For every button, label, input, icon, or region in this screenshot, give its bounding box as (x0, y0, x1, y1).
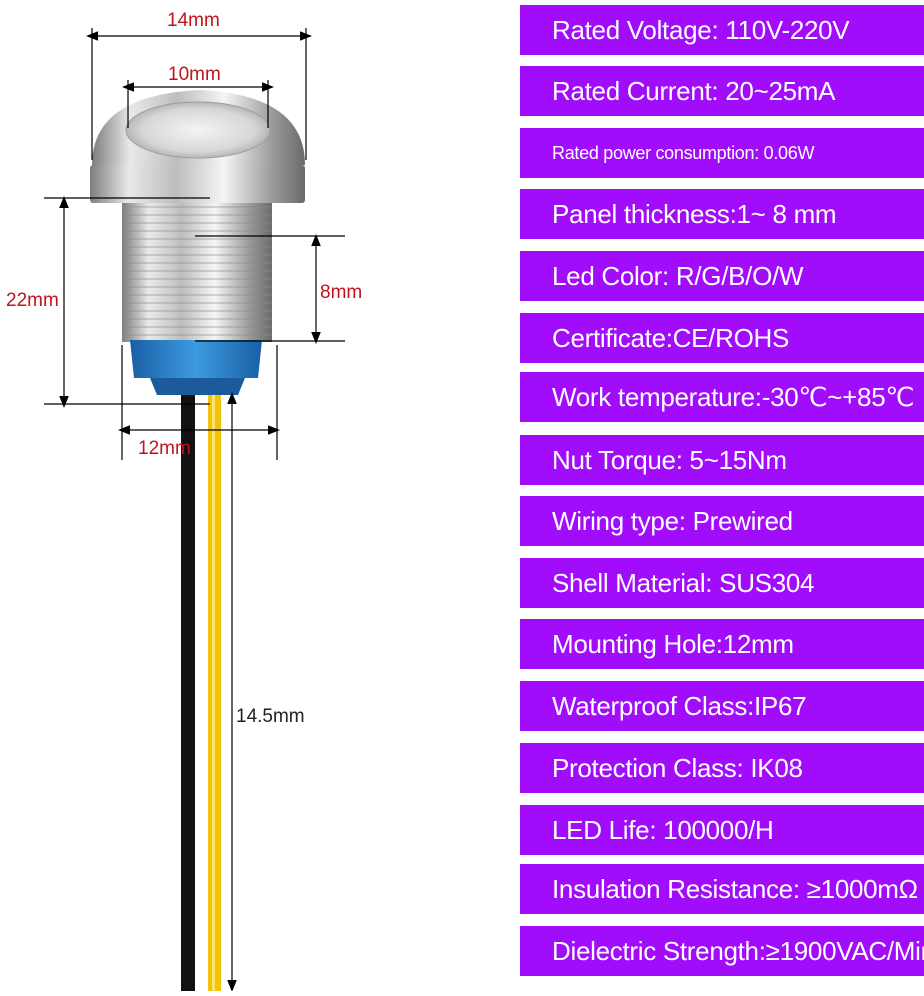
spec-led-life: LED Life: 100000/H (520, 805, 924, 855)
wires (181, 370, 221, 991)
indicator-light-drawing (44, 28, 345, 992)
spec-work-temperature: Work temperature:-30℃~+85℃ (520, 372, 924, 422)
dim-label-14-5mm: 14.5mm (236, 706, 305, 727)
spec-rated-voltage: Rated Voltage: 110V-220V (520, 5, 924, 55)
spec-waterproof-class: Waterproof Class:IP67 (520, 681, 924, 731)
dimension-lines (44, 28, 345, 992)
blue-base (130, 340, 262, 378)
dim-label-10mm: 10mm (168, 64, 221, 85)
spec-certificate: Certificate:CE/ROHS (520, 313, 924, 363)
product-diagram: 14mm 10mm 22mm 8mm 12mm 14.5mm (6, 10, 363, 992)
spec-dielectric-strength: Dielectric Strength:≥1900VAC/Min (520, 926, 924, 976)
spec-panel-thickness: Panel thickness:1~ 8 mm (520, 189, 924, 239)
spec-insulation-resistance: Insulation Resistance: ≥1000mΩ (520, 864, 924, 914)
dim-label-8mm: 8mm (320, 282, 363, 303)
lens (125, 101, 271, 159)
spec-rated-current: Rated Current: 20~25mA (520, 66, 924, 116)
spec-mounting-hole: Mounting Hole:12mm (520, 619, 924, 669)
hex-nut (90, 165, 305, 203)
spec-list: Rated Voltage: 110V-220V Rated Current: … (520, 0, 924, 991)
black-wire (181, 370, 195, 991)
spec-shell-material: Shell Material: SUS304 (520, 558, 924, 608)
threaded-body (122, 200, 272, 342)
dim-label-14mm: 14mm (167, 10, 220, 31)
spec-rated-power: Rated power consumption: 0.06W (520, 128, 924, 178)
spec-nut-torque: Nut Torque: 5~15Nm (520, 435, 924, 485)
spec-protection-class: Protection Class: IK08 (520, 743, 924, 793)
dim-label-12mm: 12mm (138, 438, 191, 459)
spec-wiring-type: Wiring type: Prewired (520, 496, 924, 546)
spec-led-color: Led Color: R/G/B/O/W (520, 251, 924, 301)
dim-label-22mm: 22mm (6, 290, 59, 311)
